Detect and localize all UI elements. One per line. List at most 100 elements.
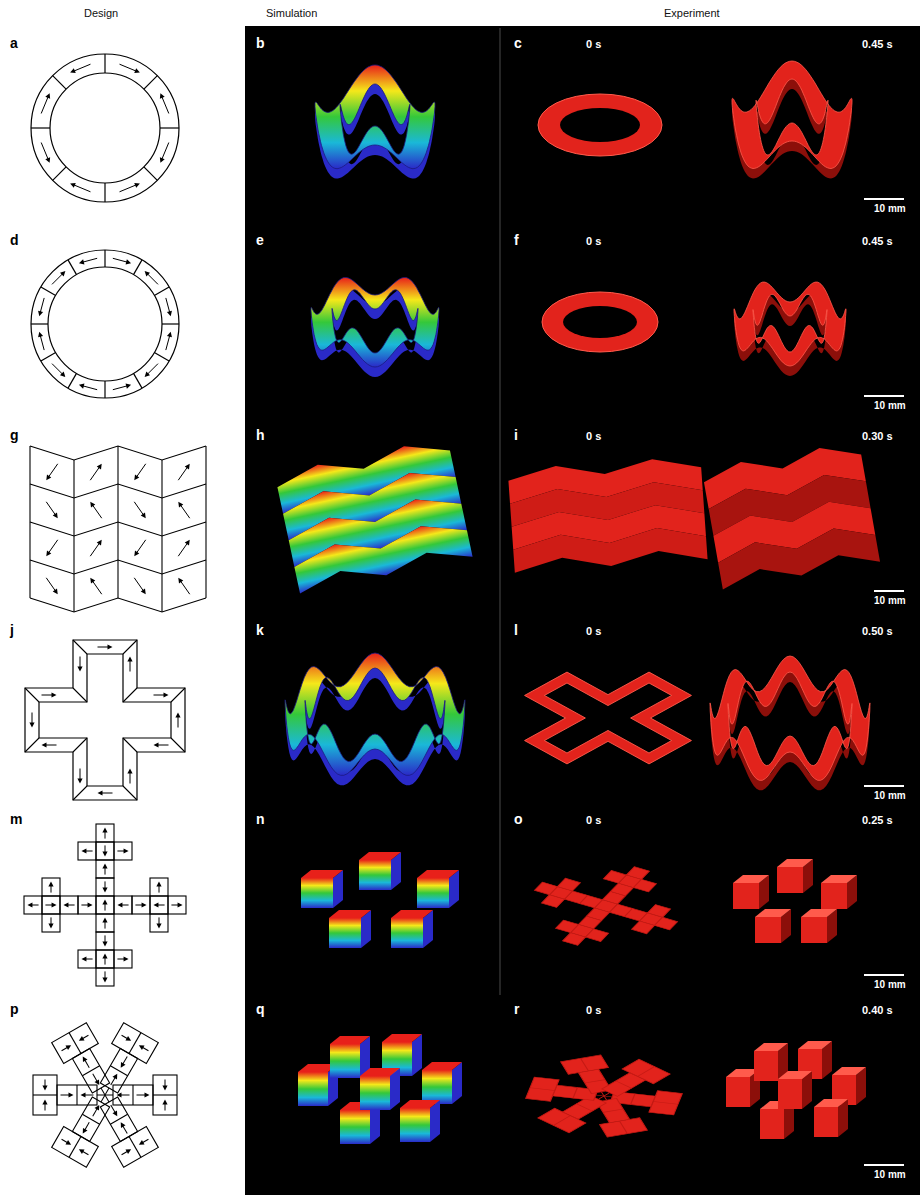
arrow-head (102, 863, 107, 868)
square-cell (42, 914, 60, 932)
arrow-head (52, 692, 57, 697)
square-cell (96, 968, 114, 986)
segment-line (104, 250, 105, 267)
arrow-head (45, 157, 50, 163)
segment-line (31, 323, 48, 324)
cross-body (484, 650, 733, 787)
sheet-stripe (716, 522, 880, 590)
ring-design (31, 250, 179, 398)
magnetization-arrow (73, 64, 91, 71)
segment-line (154, 353, 169, 362)
center-line (105, 1095, 113, 1096)
center-line (105, 1095, 109, 1102)
square-cell (78, 842, 96, 860)
segment-line (154, 287, 169, 296)
ring-design (31, 54, 179, 202)
time-label: 0.45 s (862, 235, 893, 247)
segment-line (134, 373, 143, 388)
cube-top (821, 875, 857, 883)
cube-front (298, 1072, 328, 1106)
center-line (604, 1096, 607, 1100)
segment-line (132, 1085, 133, 1105)
panel-letter: d (10, 233, 19, 248)
segment-line (25, 688, 39, 702)
segment-line (73, 640, 87, 654)
arrow-head (102, 827, 107, 832)
arrow-head (29, 723, 34, 728)
center-line (105, 1088, 109, 1095)
magnetization-arrow (134, 578, 144, 592)
cube-top (733, 875, 769, 883)
magnetization-arrow (92, 504, 102, 518)
arrow-head (52, 902, 57, 907)
magnetization-arrow (166, 335, 170, 350)
time-label: 0.50 s (862, 625, 893, 637)
cube-front (400, 1108, 430, 1142)
square-cell (24, 896, 42, 914)
segment-line (160, 127, 179, 128)
cube-cluster (733, 859, 857, 943)
time-label: 0 s (586, 625, 601, 637)
scale-label: 10 mm (874, 1169, 906, 1180)
center-line (101, 1095, 105, 1102)
magnetization-arrow (136, 540, 146, 554)
arm-end (622, 1059, 670, 1084)
arrow-head (42, 742, 47, 747)
scale-bar (864, 1164, 904, 1166)
arrow-head (124, 956, 129, 961)
arrow-head (81, 1092, 86, 1097)
cube-top (801, 909, 837, 917)
chevron-sheet (702, 441, 880, 589)
square-cell (150, 896, 168, 914)
panel-letter: l (514, 623, 518, 638)
column-header: Design (84, 7, 118, 19)
square-cell (534, 882, 557, 895)
ring-surface (285, 653, 465, 775)
magnetization-arrow (147, 273, 158, 284)
square-cell (96, 896, 114, 914)
segment-line (31, 127, 50, 128)
center-line (601, 1092, 604, 1096)
arrow-head (102, 852, 107, 857)
segment-line (33, 1094, 57, 1095)
segment-line (123, 640, 137, 654)
ring-surface (311, 278, 439, 368)
square-cell (96, 878, 114, 896)
panel-letter: e (256, 233, 264, 248)
cube-top (755, 909, 791, 917)
chevron-design (30, 446, 206, 612)
cube-top (778, 1071, 812, 1079)
cell-border (161, 498, 162, 536)
magnetization-arrow (134, 502, 144, 516)
segment-line (104, 183, 105, 202)
cube-top (422, 1062, 462, 1070)
magnetization-arrow (52, 364, 63, 375)
ring-outline (31, 250, 179, 398)
square-cell (633, 879, 656, 892)
segment-line (577, 1104, 593, 1111)
cell-border (30, 598, 206, 612)
segment-line (69, 1033, 81, 1054)
square-cell (96, 950, 114, 968)
segment-line (82, 1066, 99, 1076)
arrow-head (90, 502, 95, 508)
time-label: 0 s (586, 814, 601, 826)
arrow-head (102, 942, 107, 947)
wavy-ring (315, 65, 435, 179)
arrow-head (162, 1086, 167, 1091)
cube-front (340, 1110, 370, 1144)
cube-top (798, 1041, 832, 1049)
segment-line (68, 373, 77, 388)
magnetization-arrow (90, 466, 100, 480)
segment-line (68, 260, 77, 275)
cube-front (391, 918, 423, 948)
cube-cluster (298, 1034, 462, 1144)
center-line (598, 1096, 604, 1099)
ring-body (538, 94, 662, 156)
arrow-head (138, 1140, 145, 1147)
cube-front (417, 878, 449, 908)
arrow-head (81, 848, 86, 853)
cube-front (726, 1077, 750, 1107)
square-cell (132, 896, 150, 914)
cube-top (330, 1036, 370, 1044)
